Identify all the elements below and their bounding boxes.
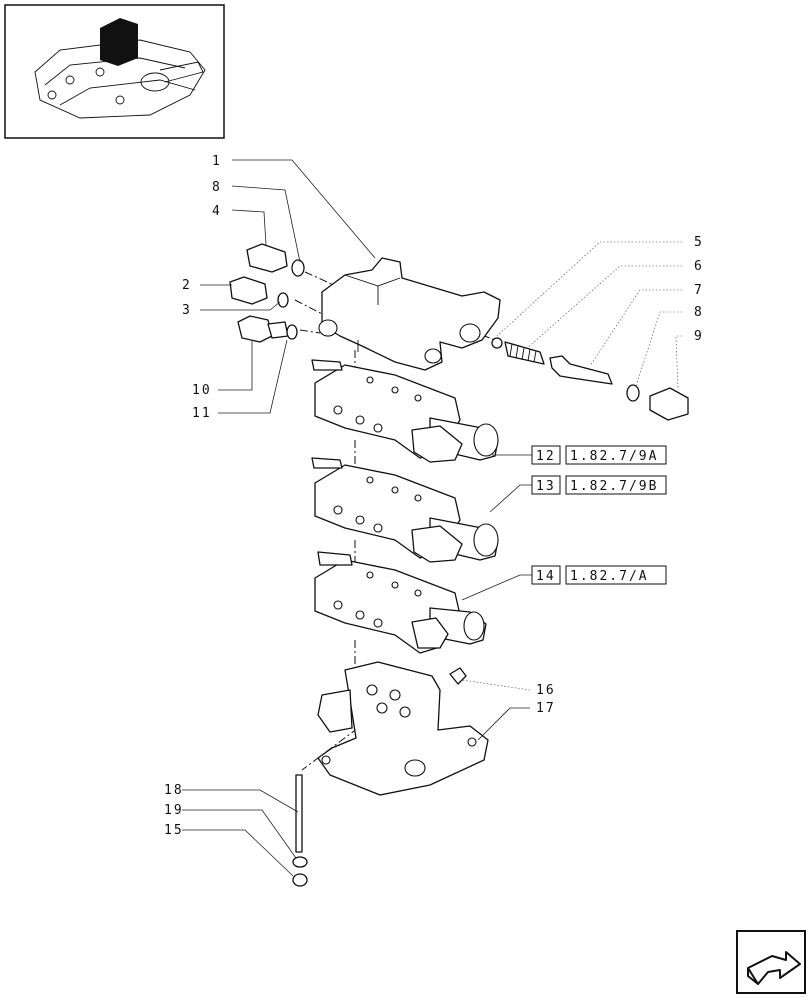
callout-11: 11	[192, 406, 212, 421]
valve-body	[318, 257, 501, 371]
callout-1: 1	[212, 154, 222, 169]
callout-16: 16	[536, 683, 556, 698]
callout-10: 10	[192, 383, 212, 398]
reference-13[interactable]: 13 1.82.7/9B	[531, 475, 667, 495]
callout-19: 19	[164, 803, 184, 818]
reference-14[interactable]: 14 1.82.7/A	[531, 565, 667, 585]
callout-18: 18	[164, 783, 184, 798]
highlighted-component-marker	[100, 18, 138, 66]
callout-6: 6	[694, 259, 704, 274]
callout-15: 15	[164, 823, 184, 838]
callout-5: 5	[694, 235, 704, 250]
callout-4: 4	[212, 204, 222, 219]
callout-7: 7	[694, 283, 704, 298]
callout-8-right: 8	[694, 305, 704, 320]
next-page-arrow-icon[interactable]	[736, 930, 806, 994]
callout-3: 3	[182, 303, 192, 318]
reference-item-number: 14	[536, 569, 556, 584]
reference-link[interactable]: 1.82.7/A	[570, 569, 649, 584]
leader-lines	[182, 159, 682, 877]
callout-2: 2	[182, 278, 192, 293]
valve-section-12	[311, 359, 499, 463]
callout-9: 9	[694, 329, 704, 344]
callout-8-left: 8	[212, 180, 222, 195]
reference-link[interactable]: 1.82.7/9B	[570, 479, 658, 494]
left-fittings	[229, 243, 305, 343]
valve-section-14	[314, 551, 487, 654]
reference-link[interactable]: 1.82.7/9A	[570, 449, 658, 464]
reference-item-number: 13	[536, 479, 556, 494]
callout-17: 17	[536, 701, 556, 716]
reference-12[interactable]: 12 1.82.7/9A	[531, 445, 667, 465]
reference-item-number: 12	[536, 449, 556, 464]
callout-labels: 1 8 4 2 3 10 11 5 6 7 8 9 16 17 18 19 15	[164, 154, 704, 838]
end-cover	[292, 661, 489, 887]
right-fittings	[491, 337, 689, 421]
location-thumbnail	[4, 4, 225, 139]
valve-section-13	[311, 457, 499, 563]
